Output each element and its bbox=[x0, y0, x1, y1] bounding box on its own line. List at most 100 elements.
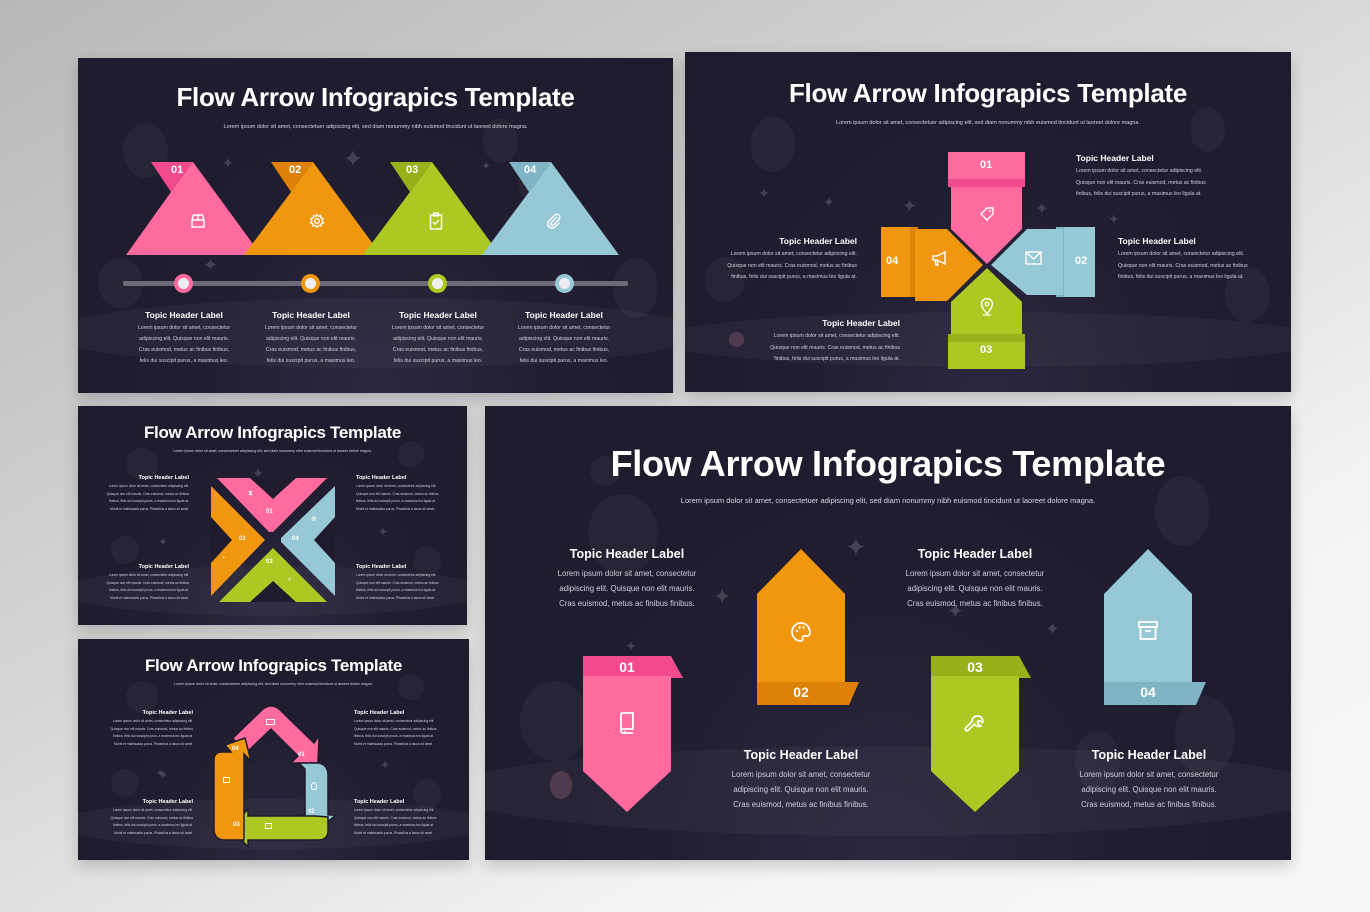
topic-header: Topic Header Label bbox=[142, 710, 193, 716]
topic-block-04: Topic Header Label Lorem ipsum dolor sit… bbox=[504, 310, 624, 367]
step-number: 03 bbox=[406, 164, 419, 176]
timeline-bar bbox=[123, 281, 628, 286]
wrench-icon bbox=[964, 715, 984, 732]
mail-icon bbox=[1025, 251, 1042, 265]
topic-header: Topic Header Label bbox=[1118, 236, 1196, 246]
map-pin-icon bbox=[980, 298, 994, 316]
topic-body: Lorem ipsum dolor sit amet, consectetur … bbox=[1076, 168, 1206, 197]
topic-header: Topic Header Label bbox=[1091, 748, 1207, 762]
sparkle-icon: ✦ bbox=[713, 584, 732, 609]
timeline-dot-03[interactable] bbox=[428, 274, 447, 293]
sparkle-icon: ✦ bbox=[203, 255, 219, 275]
sparkle-icon: ✦ bbox=[222, 155, 234, 171]
bg-circle bbox=[111, 536, 139, 564]
timeline-dot-04[interactable] bbox=[555, 274, 574, 293]
topic-block-03: Topic Header Label Lorem ipsum dolor sit… bbox=[356, 564, 457, 602]
topic-header: Topic Header Label bbox=[822, 318, 900, 328]
slide-cycle-diagram[interactable]: ✦ ✦ ✦ Flow Arrow Infograpics Template Lo… bbox=[78, 639, 469, 860]
bg-circle bbox=[729, 332, 744, 347]
sparkle-icon: ✦ bbox=[156, 768, 165, 779]
topic-block-04: Topic Header Label Lorem ipsum dolor sit… bbox=[354, 799, 455, 837]
sparkle-icon: ✦ bbox=[823, 194, 835, 210]
topic-block-04: Topic Header Label Lorem ipsum dolor sit… bbox=[356, 475, 457, 513]
sparkle-icon: ✦ bbox=[1108, 211, 1120, 227]
topic-header: Topic Header Label bbox=[569, 547, 685, 561]
slide-title: Flow Arrow Infograpics Template bbox=[143, 423, 402, 442]
topic-header: Topic Header Label bbox=[145, 310, 223, 320]
lightbulb-icon bbox=[311, 782, 317, 790]
topic-header: Topic Header Label bbox=[743, 748, 859, 762]
step-number: 01 bbox=[266, 509, 273, 515]
sparkle-icon: ✦ bbox=[378, 525, 389, 539]
topic-header: Topic Header Label bbox=[917, 547, 1033, 561]
sparkle-icon: ✦ bbox=[481, 159, 492, 173]
slide-x-diagram[interactable]: ✦ ✦ ✦ Flow Arrow Infograpics Template Lo… bbox=[78, 406, 467, 625]
slide-triangles-timeline[interactable]: ✦ ✦ ✦ ✦ Flow Arrow Infograpics Template … bbox=[78, 58, 673, 393]
clipboard-check-icon bbox=[429, 212, 443, 230]
topic-header: Topic Header Label bbox=[356, 475, 407, 481]
topic-body: Lorem ipsum dolor sit amet, consectetur … bbox=[106, 573, 189, 600]
step-number: 03 bbox=[980, 344, 993, 356]
hourglass-icon: ⧗ bbox=[248, 490, 253, 497]
topic-body: Lorem ipsum dolor sit amet, consectetur … bbox=[110, 808, 193, 835]
topic-block-01: Topic Header Label Lorem ipsum dolor sit… bbox=[124, 310, 244, 367]
topic-body: Lorem ipsum dolor sit amet, consectetur … bbox=[106, 484, 189, 511]
topic-header: Topic Header Label bbox=[354, 710, 405, 716]
tag-icon bbox=[980, 207, 994, 221]
gear-icon bbox=[309, 213, 325, 229]
slide-subtitle: Lorem ipsum dolor sit amet, consectetuer… bbox=[173, 449, 372, 453]
topic-block-01: Topic Header Label Lorem ipsum dolor sit… bbox=[88, 475, 189, 513]
sparkle-icon: ✦ bbox=[625, 638, 637, 654]
topic-body: Lorem ipsum dolor sit amet, consectetur … bbox=[356, 484, 439, 511]
topic-block-02: Topic Header Label Lorem ipsum dolor sit… bbox=[88, 564, 189, 602]
topic-body: Lorem ipsum dolor sit amet, consectetur … bbox=[770, 333, 900, 362]
step-number: 02 bbox=[1075, 255, 1088, 267]
timeline-dot-02[interactable] bbox=[301, 274, 320, 293]
topic-block-04: Topic Header Label Lorem ipsum dolor sit… bbox=[1069, 748, 1229, 812]
slide-title: Flow Arrow Infograpics Template bbox=[610, 443, 1166, 484]
topic-block-01: Topic Header Label Lorem ipsum dolor sit… bbox=[1076, 153, 1261, 201]
topic-header: Topic Header Label bbox=[779, 236, 857, 246]
timeline-dot-01[interactable] bbox=[174, 274, 193, 293]
slide-title: Flow Arrow Infograpics Template bbox=[144, 656, 403, 675]
step-number: 02 bbox=[239, 536, 246, 542]
topic-header: Topic Header Label bbox=[356, 564, 407, 570]
topic-block-01: Topic Header Label Lorem ipsum dolor sit… bbox=[92, 710, 193, 748]
pie-chart-icon: ◔ bbox=[221, 555, 226, 562]
bg-circle bbox=[550, 771, 572, 799]
topic-block-01: Topic Header Label Lorem ipsum dolor sit… bbox=[547, 547, 707, 611]
step-number: 02 bbox=[308, 809, 315, 815]
topic-header: Topic Header Label bbox=[354, 799, 405, 805]
slide-title: Flow Arrow Infograpics Template bbox=[788, 78, 1188, 108]
slide-cross-diagram[interactable]: ✦ ✦ ✦ ✦ ✦ Flow Arrow Infograpics Templat… bbox=[685, 52, 1291, 392]
topic-body: Lorem ipsum dolor sit amet, consectetur … bbox=[354, 719, 437, 746]
bg-circle bbox=[111, 769, 139, 797]
banner-04 bbox=[1104, 549, 1206, 705]
step-number: 01 bbox=[171, 164, 184, 176]
topic-block-03: Topic Header Label Lorem ipsum dolor sit… bbox=[895, 547, 1055, 611]
sparkle-icon: ✦ bbox=[902, 196, 918, 216]
bg-circle bbox=[1155, 476, 1210, 546]
step-number: 04 bbox=[524, 164, 537, 176]
sparkle-icon: ✦ bbox=[343, 146, 364, 173]
topic-header: Topic Header Label bbox=[138, 564, 189, 570]
slide-banners-diagram[interactable]: ✦ ✦ ✦ ✦ ✦ Flow Arrow Infograpics Templat… bbox=[485, 406, 1291, 860]
sparkle-icon: ✦ bbox=[758, 185, 770, 201]
bg-circle bbox=[520, 681, 590, 761]
step-number: 03 bbox=[233, 822, 240, 828]
sparkle-icon: ✦ bbox=[1035, 201, 1049, 218]
step-number: 04 bbox=[886, 255, 899, 267]
step-number: 02 bbox=[793, 684, 809, 700]
slide-subtitle: Lorem ipsum dolor sit amet, consectetuer… bbox=[836, 120, 1140, 126]
cross-arrows-diagram bbox=[881, 152, 1095, 369]
slide-subtitle: Lorem ipsum dolor sit amet, consectetuer… bbox=[174, 682, 373, 686]
topic-body: Lorem ipsum dolor sit amet, consectetur … bbox=[356, 573, 439, 600]
topic-header: Topic Header Label bbox=[399, 310, 477, 320]
lightbulb-icon: ♁ bbox=[287, 576, 293, 583]
topic-block-02: Topic Header Label Lorem ipsum dolor sit… bbox=[721, 748, 881, 812]
